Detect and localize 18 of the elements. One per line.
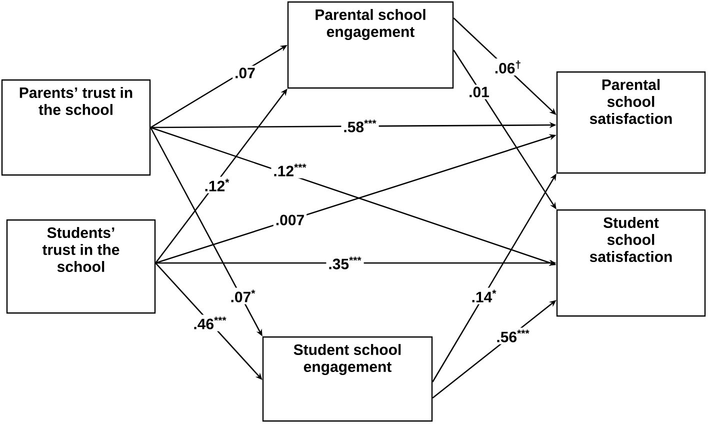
coefficient-label: .56$^{***}$ — [494, 328, 532, 344]
variable-box: Parental school satisfaction — [556, 71, 706, 174]
coefficient-label: .35$^{***}$ — [326, 254, 364, 272]
coefficient-label: .46$^{***}$ — [191, 314, 229, 332]
coefficient-label: .58$^{***}$ — [341, 118, 379, 134]
coefficient-label: .06$^{†}$ — [492, 58, 524, 76]
coefficient-label: .07 — [232, 66, 258, 80]
variable-box: Student school engagement — [262, 336, 433, 422]
coefficient-label: .07$^{*}$ — [228, 288, 258, 304]
coefficient-label: .12$^{*}$ — [202, 176, 232, 194]
coefficient-label: .14$^{*}$ — [469, 288, 499, 304]
coefficient-label: .007 — [273, 212, 307, 228]
variable-box: Parents’ trust in the school — [1, 79, 151, 176]
coefficient-label: .12$^{***}$ — [271, 162, 309, 178]
variable-box: Students’ trust in the school — [6, 219, 156, 314]
variable-box: Student school satisfaction — [556, 209, 706, 317]
coefficient-label: .01 — [466, 84, 492, 100]
variable-box: Parental school engagement — [287, 1, 454, 89]
